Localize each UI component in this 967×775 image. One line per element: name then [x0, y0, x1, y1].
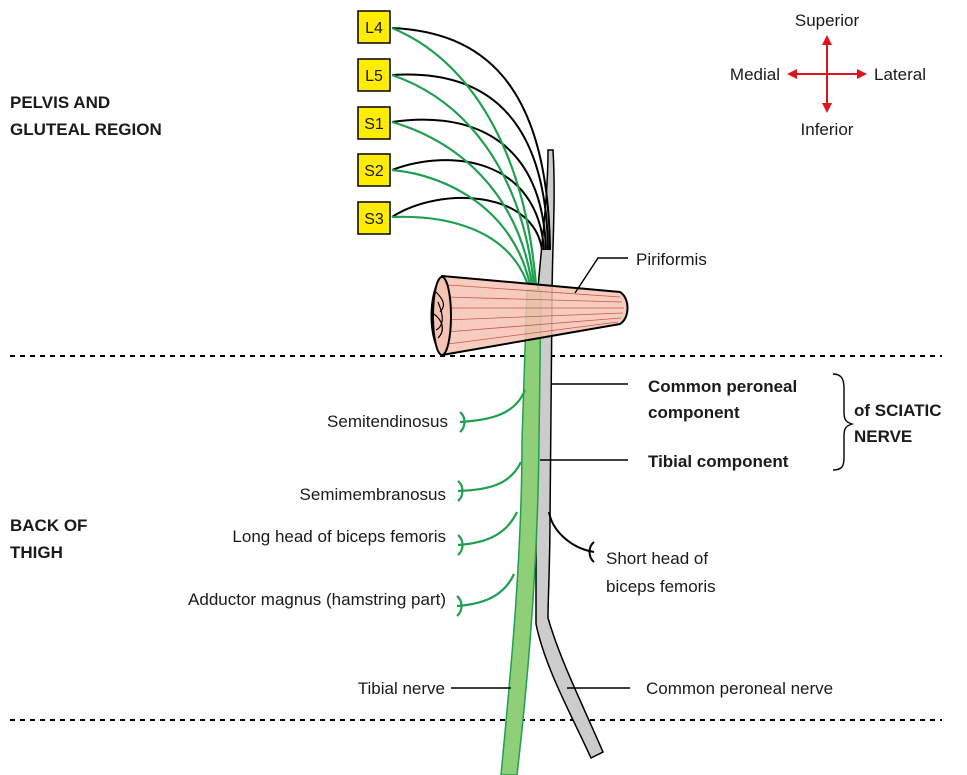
tibial-trunk [501, 290, 541, 775]
compass-medial-label: Medial [730, 65, 780, 84]
label-piriformis: Piriformis [636, 250, 707, 269]
label-common-peroneal-component-line2: component [648, 403, 740, 422]
short-head-branch [549, 512, 594, 562]
sciatic-brace [833, 374, 852, 470]
label-tibial-component: Tibial component [648, 452, 789, 471]
region-label-thigh: BACK OF [10, 516, 87, 535]
label-semitendinosus: Semitendinosus [327, 412, 448, 431]
svg-text:S1: S1 [364, 116, 384, 133]
root-box-s2: S2 [358, 154, 390, 186]
label-adductor-magnus: Adductor magnus (hamstring part) [188, 590, 446, 609]
root-box-s3: S3 [358, 202, 390, 234]
label-sciatic-nerve-line2: NERVE [854, 427, 912, 446]
label-short-head-biceps-line2: biceps femoris [606, 577, 716, 596]
spinal-roots: L4 L5 S1 S2 S3 [358, 11, 390, 234]
svg-text:S3: S3 [364, 211, 384, 228]
label-semimembranosus: Semimembranosus [300, 485, 446, 504]
compass-inferior-label: Inferior [801, 120, 854, 139]
compass-lateral-label: Lateral [874, 65, 926, 84]
orientation-compass: Superior Inferior Medial Lateral [730, 11, 926, 139]
root-box-s1: S1 [358, 107, 390, 139]
label-common-peroneal-nerve: Common peroneal nerve [646, 679, 833, 698]
root-box-l4: L4 [358, 11, 390, 43]
svg-text:S2: S2 [364, 163, 384, 180]
label-common-peroneal-component: Common peroneal [648, 377, 797, 396]
svg-text:L5: L5 [365, 68, 383, 85]
label-long-head-biceps: Long head of biceps femoris [232, 527, 446, 546]
svg-text:L4: L4 [365, 20, 383, 37]
region-label-pelvis-line2: GLUTEAL REGION [10, 120, 162, 139]
label-tibial-nerve: Tibial nerve [358, 679, 445, 698]
tibial-muscular-branches [457, 390, 525, 616]
label-sciatic-nerve: of SCIATIC [854, 401, 942, 420]
root-box-l5: L5 [358, 59, 390, 91]
region-label-thigh-line2: THIGH [10, 543, 63, 562]
compass-superior-label: Superior [795, 11, 860, 30]
region-label-pelvis: PELVIS AND [10, 93, 110, 112]
label-short-head-biceps: Short head of [606, 549, 708, 568]
